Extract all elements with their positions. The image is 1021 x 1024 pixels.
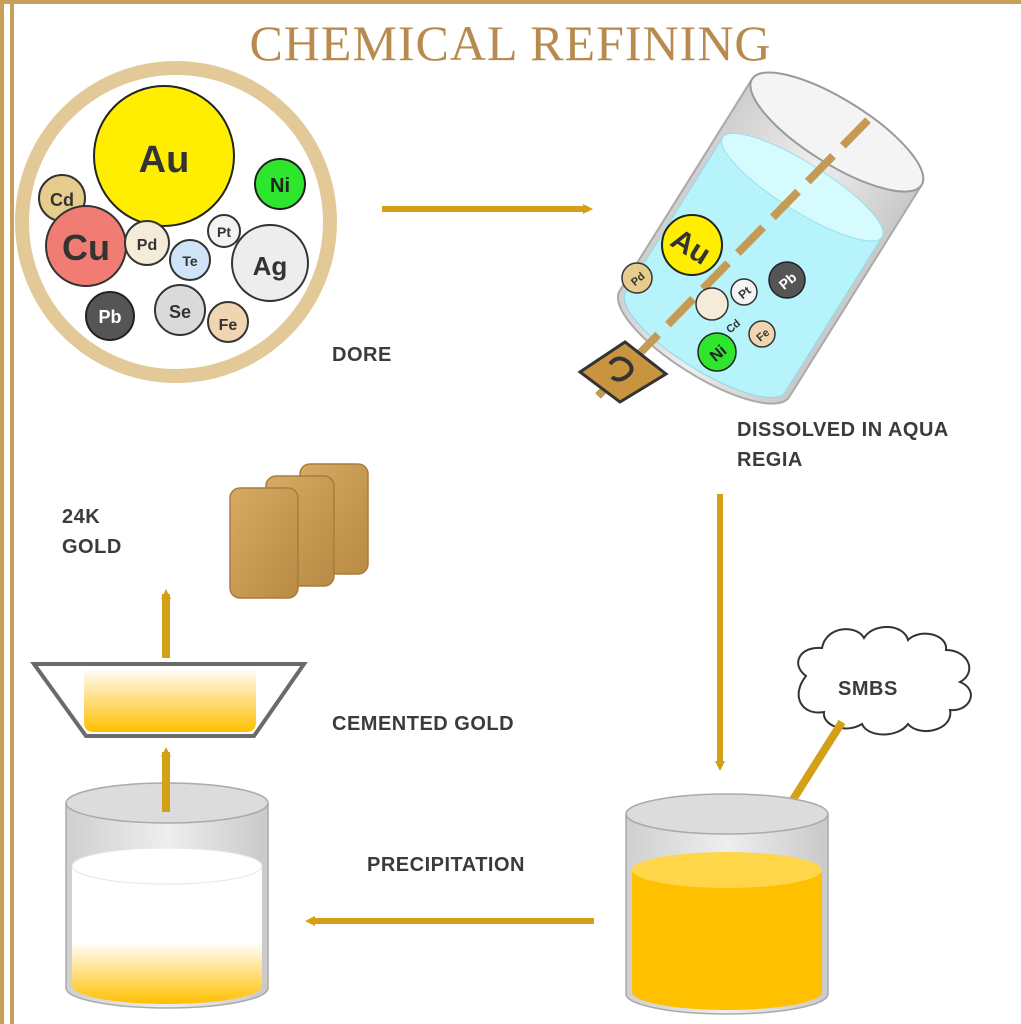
element-te bbox=[169, 239, 211, 281]
stirring-rod bbox=[595, 113, 875, 399]
element-pd bbox=[124, 220, 170, 266]
cemented-gold bbox=[84, 668, 256, 732]
sol-ni bbox=[697, 332, 737, 372]
label-dore: DORE bbox=[332, 344, 392, 366]
element-cd-label: Cd bbox=[50, 190, 74, 210]
sol-pb bbox=[768, 261, 806, 299]
label-smbs: SMBS bbox=[838, 678, 898, 700]
tilted-beaker bbox=[616, 71, 925, 405]
element-te-label: Te bbox=[182, 253, 198, 269]
frame-inner-line bbox=[10, 0, 14, 1024]
precipitate-liquid bbox=[72, 866, 262, 1004]
element-ni-label: Ni bbox=[270, 175, 290, 197]
sol-pd bbox=[621, 262, 653, 294]
gold-beaker-rim bbox=[625, 793, 829, 835]
element-ag-label: Ag bbox=[253, 251, 288, 281]
element-pt bbox=[207, 214, 241, 248]
element-fe-label: Fe bbox=[219, 317, 238, 334]
cemented-gold-bowl bbox=[30, 662, 308, 738]
smbs-cloud bbox=[797, 625, 972, 736]
element-pb-label: Pb bbox=[98, 307, 121, 327]
page-title: CHEMICAL REFINING bbox=[249, 15, 772, 71]
magnet-plate-icon bbox=[577, 340, 669, 404]
element-pd-label: Pd bbox=[137, 237, 157, 254]
label-dissolved: DISSOLVED IN AQUA REGIA bbox=[737, 419, 949, 471]
sol-fe bbox=[748, 320, 776, 348]
element-au bbox=[93, 85, 235, 227]
element-cu-label: Cu bbox=[62, 227, 110, 268]
sol-pt bbox=[730, 278, 758, 306]
beaker-rim bbox=[749, 71, 925, 193]
precipitate-beaker bbox=[65, 782, 269, 1009]
precipitate-surface bbox=[71, 847, 263, 885]
element-pt-label: Pt bbox=[217, 224, 231, 240]
gold-solution-beaker bbox=[625, 793, 829, 1015]
gold-liquid-surface bbox=[632, 852, 822, 888]
label-24k-gold: 24K GOLD bbox=[62, 506, 122, 558]
solution-elements: Au Pd Pb Pt Cd Fe Ni bbox=[621, 214, 806, 372]
element-au-label: Au bbox=[139, 139, 190, 181]
element-pb bbox=[85, 291, 135, 341]
sol-particle bbox=[695, 287, 729, 321]
gold-bars-icon bbox=[229, 463, 369, 599]
sol-au bbox=[661, 214, 723, 276]
element-ni bbox=[254, 158, 306, 210]
liquid-surface bbox=[721, 132, 884, 242]
dore-group: Au Ni Cd Cu Pd Pt Te Ag Pb Se Fe bbox=[15, 61, 337, 383]
element-fe bbox=[207, 301, 249, 343]
bowl-outline bbox=[30, 662, 308, 738]
element-ag bbox=[231, 224, 309, 302]
label-precipitation: PRECIPITATION bbox=[367, 854, 525, 876]
gold-liquid bbox=[632, 870, 822, 1010]
element-se bbox=[154, 284, 206, 336]
element-se-label: Se bbox=[169, 302, 191, 322]
label-cemented-gold: CEMENTED GOLD bbox=[332, 713, 515, 735]
